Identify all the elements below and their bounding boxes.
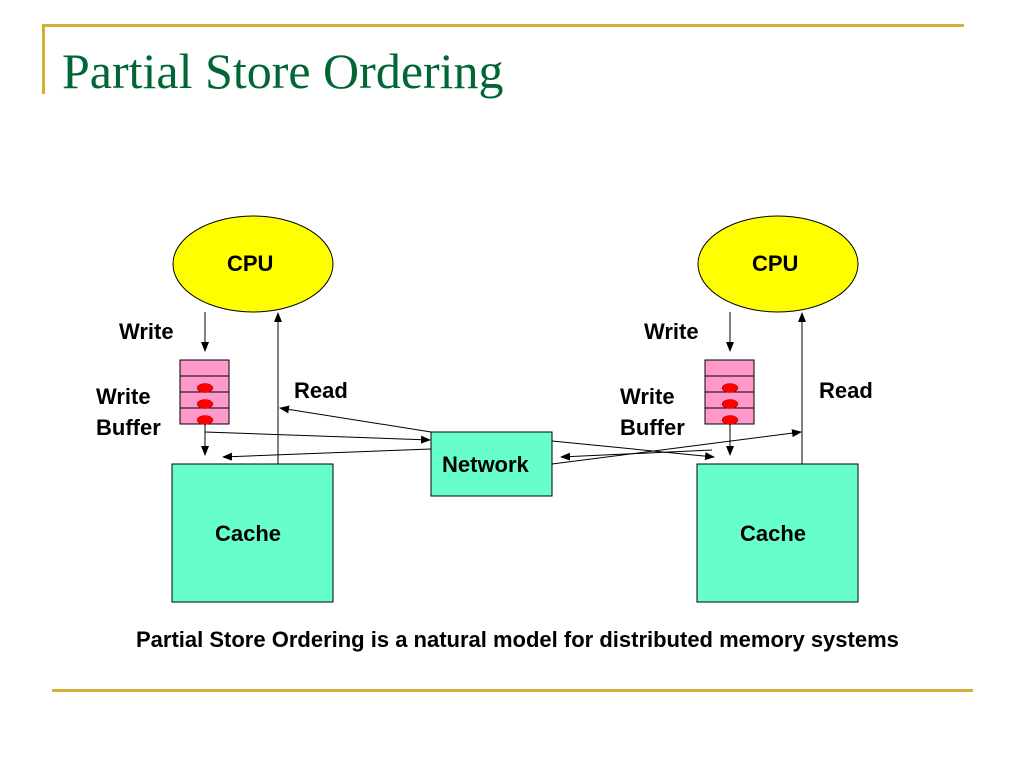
caption-text: Partial Store Ordering is a natural mode… [136,627,899,652]
network-box [430,431,553,497]
left-write-buffer [179,359,230,425]
right-cpu [697,215,859,313]
network-to-left-read-arrow [279,405,432,433]
buffer-entry [721,399,739,409]
right-cache-label: Cache [740,521,807,546]
right-write-buffer [704,359,755,425]
right-read-label: Read [819,378,873,403]
left-buffer-label-line2: Buffer [96,415,161,440]
network-label: Network [442,452,529,477]
left-write-label: Write [119,319,174,344]
left-buffer-label-line1: Write [96,384,151,409]
right-cpu-label: CPU [752,251,799,276]
left-cache-label: Cache [215,521,282,546]
buffer-entry [721,415,739,425]
buffer-entry [721,383,739,393]
left-rule [42,24,45,94]
left-cache [171,463,334,603]
left-cpu-label: CPU [227,251,274,276]
right-buffer-to-network-arrow [560,449,713,461]
right-cache [696,463,859,603]
right-write-label: Write [644,319,699,344]
bottom-rule [52,689,973,692]
network-to-right-cache-arrow [551,440,715,461]
network-to-left-cache-arrow [222,448,432,461]
slide-title: Partial Store Ordering [62,43,504,99]
network-to-right-read-arrow [551,429,802,465]
right-buffer-label-line2: Buffer [620,415,685,440]
top-rule [43,24,964,27]
buffer-entry [196,399,214,409]
left-cpu [172,215,334,313]
left-buffer-to-network-arrow [204,431,431,444]
left-read-label: Read [294,378,348,403]
right-buffer-label-line1: Write [620,384,675,409]
buffer-entry [196,383,214,393]
buffer-entry [196,415,214,425]
